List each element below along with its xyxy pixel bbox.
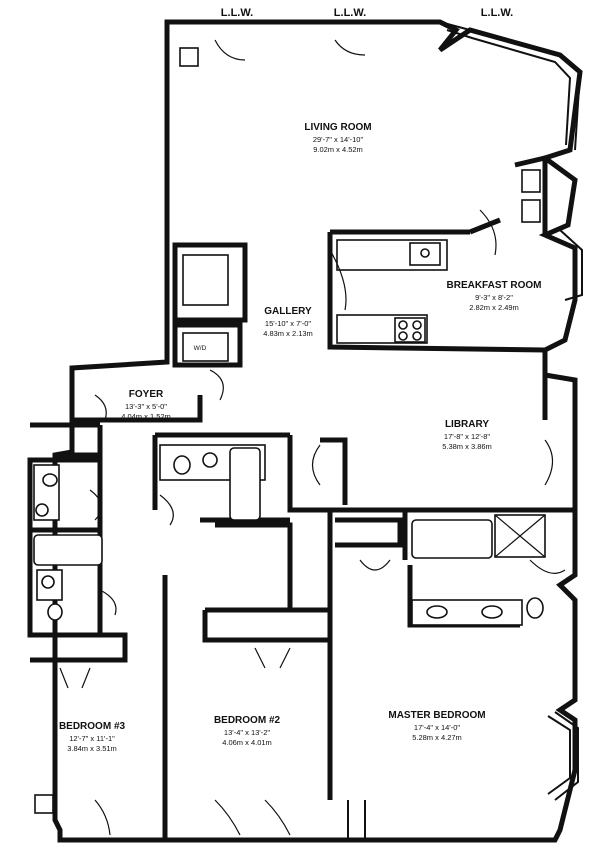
room-dim-ft: 17'-4" x 14'-0" xyxy=(414,723,460,732)
room-library: LIBRARY 17'-8" x 12'-8" 5.38m x 3.86m xyxy=(442,419,492,451)
room-dim-m: 4.83m x 2.13m xyxy=(263,329,313,338)
window-label-center: L.L.W. xyxy=(334,7,366,19)
wd-closet xyxy=(182,332,229,362)
room-gallery: GALLERY 15'-10" x 7'-0" 4.83m x 2.13m xyxy=(263,306,313,338)
room-name: LIVING ROOM xyxy=(304,122,371,133)
sink-icon xyxy=(481,605,503,619)
room-bedroom3: BEDROOM #3 12'-7" x 11'-1" 3.84m x 3.51m xyxy=(59,721,126,753)
room-name: LIBRARY xyxy=(445,419,489,430)
window-label-right: L.L.W. xyxy=(481,7,513,19)
room-foyer: FOYER 13'-3" x 5'-0" 4.04m x 1.52m xyxy=(121,389,171,421)
room-dim-m: 5.38m x 3.86m xyxy=(442,442,492,451)
room-dim-ft: 29'-7" x 14'-10" xyxy=(313,135,364,144)
room-dim-m: 9.02m x 4.52m xyxy=(313,145,363,154)
room-dim-m: 2.82m x 2.49m xyxy=(469,303,519,312)
column-icon xyxy=(179,47,199,67)
toilet-icon xyxy=(173,455,191,475)
room-dim-ft: 13'-3" x 5'-0" xyxy=(125,402,167,411)
room-dim-ft: 12'-7" x 11'-1" xyxy=(69,734,115,743)
room-dim-m: 5.28m x 4.27m xyxy=(412,733,462,742)
room-name: BREAKFAST ROOM xyxy=(447,280,542,291)
room-dim-ft: 9'-3" x 8'-2" xyxy=(475,293,513,302)
interior-walls xyxy=(27,154,575,840)
toilet-icon xyxy=(47,603,63,621)
room-dim-ft: 13'-4" x 13'-2" xyxy=(224,728,270,737)
toilet-icon xyxy=(42,473,58,487)
doors xyxy=(59,39,566,836)
room-dim-m: 4.06m x 4.01m xyxy=(222,738,272,747)
bathroom-fixtures xyxy=(33,444,546,626)
bathtub-icon xyxy=(229,447,261,521)
room-name: BEDROOM #2 xyxy=(214,715,281,726)
room-name: FOYER xyxy=(129,389,164,400)
room-living: LIVING ROOM 29'-7" x 14'-10" 9.02m x 4.5… xyxy=(304,122,371,154)
room-master: MASTER BEDROOM 17'-4" x 14'-0" 5.28m x 4… xyxy=(388,710,485,742)
room-dim-ft: 15'-10" x 7'-0" xyxy=(265,319,311,328)
column-icon xyxy=(34,794,54,814)
bay-windows xyxy=(347,21,583,840)
room-name: MASTER BEDROOM xyxy=(388,710,485,721)
closet-label: W/D xyxy=(194,345,207,352)
room-dim-m: 3.84m x 3.51m xyxy=(67,744,117,753)
room-name: BEDROOM #3 xyxy=(59,721,126,732)
room-dim-ft: 17'-8" x 12'-8" xyxy=(444,432,490,441)
kitchen-fixtures xyxy=(336,239,448,344)
sink-icon xyxy=(202,452,218,468)
room-breakfast: BREAKFAST ROOM 9'-3" x 8'-2" 2.82m x 2.4… xyxy=(447,280,542,312)
window-label-left: L.L.W. xyxy=(221,7,253,19)
bathtub-icon xyxy=(411,519,493,559)
toilet-icon xyxy=(526,597,544,619)
closets: W/D xyxy=(34,47,541,814)
room-dim-m: 4.04m x 1.52m xyxy=(121,412,171,421)
bathtub-icon xyxy=(33,534,103,566)
gallery-closet xyxy=(182,254,229,306)
room-name: GALLERY xyxy=(264,306,312,317)
room-bedroom2: BEDROOM #2 13'-4" x 13'-2" 4.06m x 4.01m xyxy=(214,715,281,747)
sink-icon xyxy=(426,605,448,619)
